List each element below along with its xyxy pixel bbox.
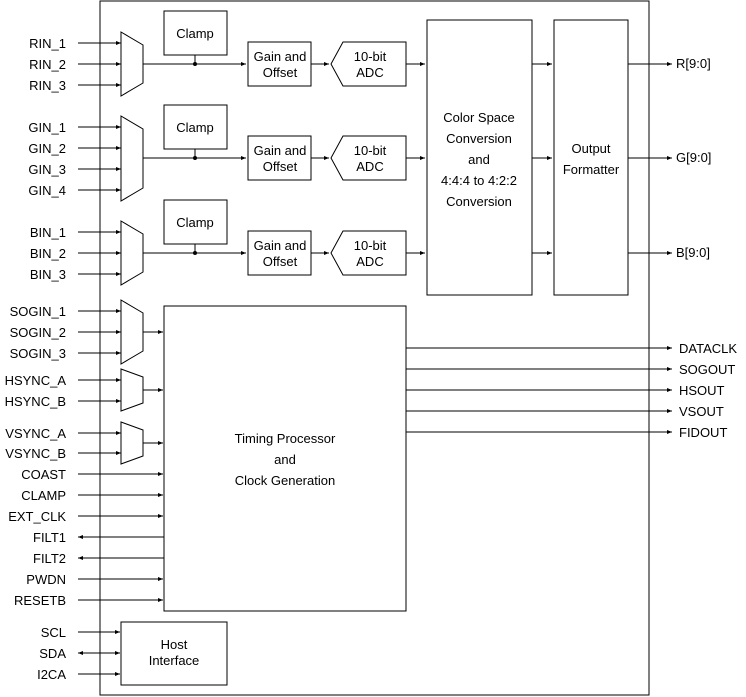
host-interface: Host Interface SCL SDA I2CA bbox=[37, 621, 228, 686]
timing-label-line-3: Clock Generation bbox=[235, 473, 335, 488]
out-vsout: VSOUT bbox=[679, 404, 724, 419]
pin-vsync-b: VSYNC_B bbox=[5, 446, 66, 461]
sogin-mux bbox=[120, 299, 144, 365]
pin-gin-1: GIN_1 bbox=[28, 120, 66, 135]
out-sogout: SOGOUT bbox=[679, 362, 735, 377]
pin-rin-2: RIN_2 bbox=[29, 57, 66, 72]
pin-ext-clk: EXT_CLK bbox=[8, 509, 66, 524]
green-input-mux bbox=[120, 115, 144, 202]
red-adc-label: ADC bbox=[356, 65, 383, 80]
pin-pwdn: PWDN bbox=[26, 572, 66, 587]
out-dataclk: DATACLK bbox=[679, 341, 737, 356]
blue-clamp-block bbox=[163, 199, 228, 245]
out-fidout: FIDOUT bbox=[679, 425, 727, 440]
red-offset-label: Offset bbox=[263, 65, 298, 80]
output-formatter: Output Formatter R[9:0] G[9:0] B[9:0] bbox=[553, 19, 711, 296]
vsync-mux bbox=[120, 421, 144, 465]
green-offset-label: Offset bbox=[263, 159, 298, 174]
blue-adc-block bbox=[330, 230, 407, 276]
out-r: R[9:0] bbox=[676, 56, 711, 71]
red-input-mux bbox=[120, 31, 144, 97]
green-channel: GIN_1 GIN_2 GIN_3 GIN_4 Clamp Gain and O… bbox=[28, 104, 425, 202]
pin-vsync-a: VSYNC_A bbox=[5, 426, 66, 441]
blue-offset-label: Offset bbox=[263, 254, 298, 269]
csc-label-line-3: and bbox=[468, 152, 490, 167]
host-label-line-1: Host bbox=[161, 637, 188, 652]
red-adc-bits: 10-bit bbox=[354, 49, 387, 64]
blue-input-mux bbox=[120, 220, 144, 286]
pin-coast: COAST bbox=[21, 467, 66, 482]
red-gain-label: Gain and bbox=[254, 49, 307, 64]
pin-resetb: RESETB bbox=[14, 593, 66, 608]
formatter-label-line-1: Output bbox=[571, 141, 610, 156]
green-clamp-block bbox=[163, 104, 228, 150]
csc-block bbox=[426, 19, 533, 296]
green-adc-block bbox=[330, 135, 407, 181]
timing-label-line-1: Timing Processor bbox=[235, 431, 336, 446]
color-space-conversion: Color Space Conversion and 4:4:4 to 4:2:… bbox=[426, 19, 552, 296]
green-clamp-label: Clamp bbox=[176, 120, 214, 135]
pin-scl: SCL bbox=[41, 625, 66, 640]
red-adc-block bbox=[330, 41, 407, 87]
pin-hsync-a: HSYNC_A bbox=[5, 373, 67, 388]
timing-block bbox=[163, 305, 407, 612]
pin-filt2: FILT2 bbox=[33, 551, 66, 566]
pin-gin-2: GIN_2 bbox=[28, 141, 66, 156]
pin-gin-3: GIN_3 bbox=[28, 162, 66, 177]
red-channel: RIN_1 RIN_2 RIN_3 Clamp Gain and Offset … bbox=[29, 10, 425, 97]
blue-adc-label: ADC bbox=[356, 254, 383, 269]
sync-section: SOGIN_1 SOGIN_2 SOGIN_3 HSYNC_A HSYNC_B … bbox=[5, 299, 163, 465]
pin-sogin-3: SOGIN_3 bbox=[10, 346, 66, 361]
green-adc-bits: 10-bit bbox=[354, 143, 387, 158]
red-gain-offset-block bbox=[247, 41, 312, 87]
host-label-line-2: Interface bbox=[149, 653, 200, 668]
pin-bin-3: BIN_3 bbox=[30, 267, 66, 282]
timing-processor: Timing Processor and Clock Generation CO… bbox=[8, 305, 737, 612]
red-clamp-block bbox=[163, 10, 228, 56]
pin-gin-4: GIN_4 bbox=[28, 183, 66, 198]
out-g: G[9:0] bbox=[676, 150, 711, 165]
green-gain-offset-block bbox=[247, 135, 312, 181]
csc-label-line-1: Color Space bbox=[443, 110, 515, 125]
formatter-label-line-2: Formatter bbox=[563, 162, 620, 177]
out-hsout: HSOUT bbox=[679, 383, 725, 398]
out-b: B[9:0] bbox=[676, 245, 710, 260]
pin-i2ca: I2CA bbox=[37, 667, 66, 682]
green-gain-label: Gain and bbox=[254, 143, 307, 158]
csc-label-line-5: Conversion bbox=[446, 194, 512, 209]
pin-bin-1: BIN_1 bbox=[30, 225, 66, 240]
formatter-block bbox=[553, 19, 629, 296]
blue-clamp-label: Clamp bbox=[176, 215, 214, 230]
green-adc-label: ADC bbox=[356, 159, 383, 174]
pin-sda: SDA bbox=[39, 646, 66, 661]
pin-filt1: FILT1 bbox=[33, 530, 66, 545]
blue-adc-bits: 10-bit bbox=[354, 238, 387, 253]
red-clamp-label: Clamp bbox=[176, 26, 214, 41]
pin-clamp: CLAMP bbox=[21, 488, 66, 503]
csc-label-line-4: 4:4:4 to 4:2:2 bbox=[441, 173, 517, 188]
host-interface-block bbox=[120, 621, 228, 686]
pin-hsync-b: HSYNC_B bbox=[5, 394, 66, 409]
blue-channel: BIN_1 BIN_2 BIN_3 Clamp Gain and Offset … bbox=[30, 199, 425, 286]
pin-rin-3: RIN_3 bbox=[29, 78, 66, 93]
timing-label-line-2: and bbox=[274, 452, 296, 467]
blue-gain-label: Gain and bbox=[254, 238, 307, 253]
pin-bin-2: BIN_2 bbox=[30, 246, 66, 261]
pin-sogin-1: SOGIN_1 bbox=[10, 304, 66, 319]
hsync-mux bbox=[120, 368, 144, 412]
csc-label-line-2: Conversion bbox=[446, 131, 512, 146]
pin-sogin-2: SOGIN_2 bbox=[10, 325, 66, 340]
pin-rin-1: RIN_1 bbox=[29, 36, 66, 51]
